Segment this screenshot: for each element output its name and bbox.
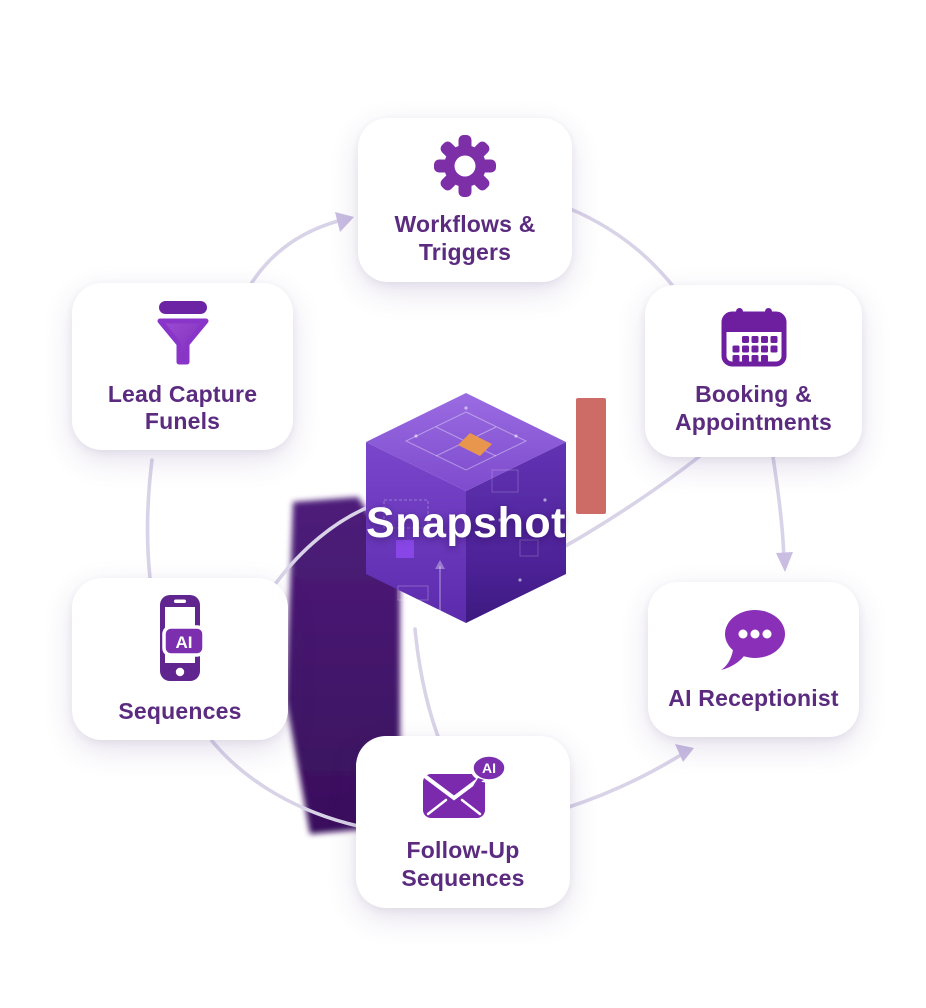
card-booking-appointments: Booking & Appointments <box>645 285 862 457</box>
cube-circuit-dots <box>414 406 547 582</box>
connector-arrowheads <box>335 212 793 762</box>
cycle-connectors <box>145 202 786 828</box>
cube-orange-chip <box>458 433 492 456</box>
label-line1: Booking & <box>695 381 812 407</box>
card-workflows-triggers: Workflows & Triggers <box>358 118 572 282</box>
label-line1: Workflows & <box>394 211 536 237</box>
funnel-icon <box>151 298 215 368</box>
card-label: AI Receptionist <box>668 685 838 713</box>
swoosh-cube-to-followup <box>413 627 444 749</box>
label-line1: AI Receptionist <box>668 685 839 712</box>
card-label: Booking & Appointments <box>675 381 832 436</box>
chat-bubble-icon <box>717 606 791 672</box>
arrowhead-into-receptionist-bottom <box>675 744 694 762</box>
ai-badge: AI <box>470 753 508 786</box>
card-label: Lead Capture Funels <box>108 381 257 436</box>
card-sequences: AI Sequences <box>72 578 288 740</box>
red-accent-bar <box>576 398 606 514</box>
label-line1: Follow-Up <box>406 837 520 863</box>
cube-purple-chip <box>396 540 414 558</box>
label-line2: Funels <box>144 408 221 434</box>
cube-right-face <box>466 442 566 623</box>
arrowhead-into-workflows <box>335 212 354 232</box>
label-line2: Sequences <box>401 864 525 891</box>
label-line2: Triggers <box>418 238 512 265</box>
ai-badge-text: AI <box>482 760 496 776</box>
connector-booking-to-receptionist <box>770 448 786 562</box>
cube-left-face <box>366 442 466 623</box>
card-label: Workflows & Triggers <box>394 211 535 266</box>
arrowhead-into-receptionist-top <box>776 552 793 572</box>
cube-arrow-decoration <box>435 560 445 569</box>
connector-sequences-to-followup <box>210 739 360 828</box>
connector-followup-to-receptionist <box>564 751 686 810</box>
label-line1: Lead Capture <box>107 380 258 407</box>
snapshot-cube-label: Snapshot <box>366 499 566 547</box>
card-followup-sequences: AI Follow-Up Sequences <box>356 736 570 908</box>
calendar-icon <box>720 306 788 368</box>
card-ai-receptionist: AI Receptionist <box>648 582 859 737</box>
connector-workflows-to-booking <box>556 202 678 292</box>
snapshot-cube-3d <box>366 393 566 623</box>
label-line1: Sequences <box>118 697 242 724</box>
connector-leadcapture-to-sequences <box>145 458 154 580</box>
card-lead-capture-funels: Lead Capture Funels <box>72 283 293 450</box>
envelope-icon: AI <box>415 752 511 824</box>
swoosh-sequences-to-cube <box>274 504 373 585</box>
gear-icon <box>433 134 497 198</box>
ai-badge-text: AI <box>176 633 193 652</box>
card-label: Follow-Up Sequences <box>401 837 524 892</box>
ai-badge: AI <box>162 625 206 657</box>
smartphone-icon: AI <box>148 593 212 685</box>
label-line2: Appointments <box>675 408 832 435</box>
card-label: Sequences <box>118 698 241 726</box>
